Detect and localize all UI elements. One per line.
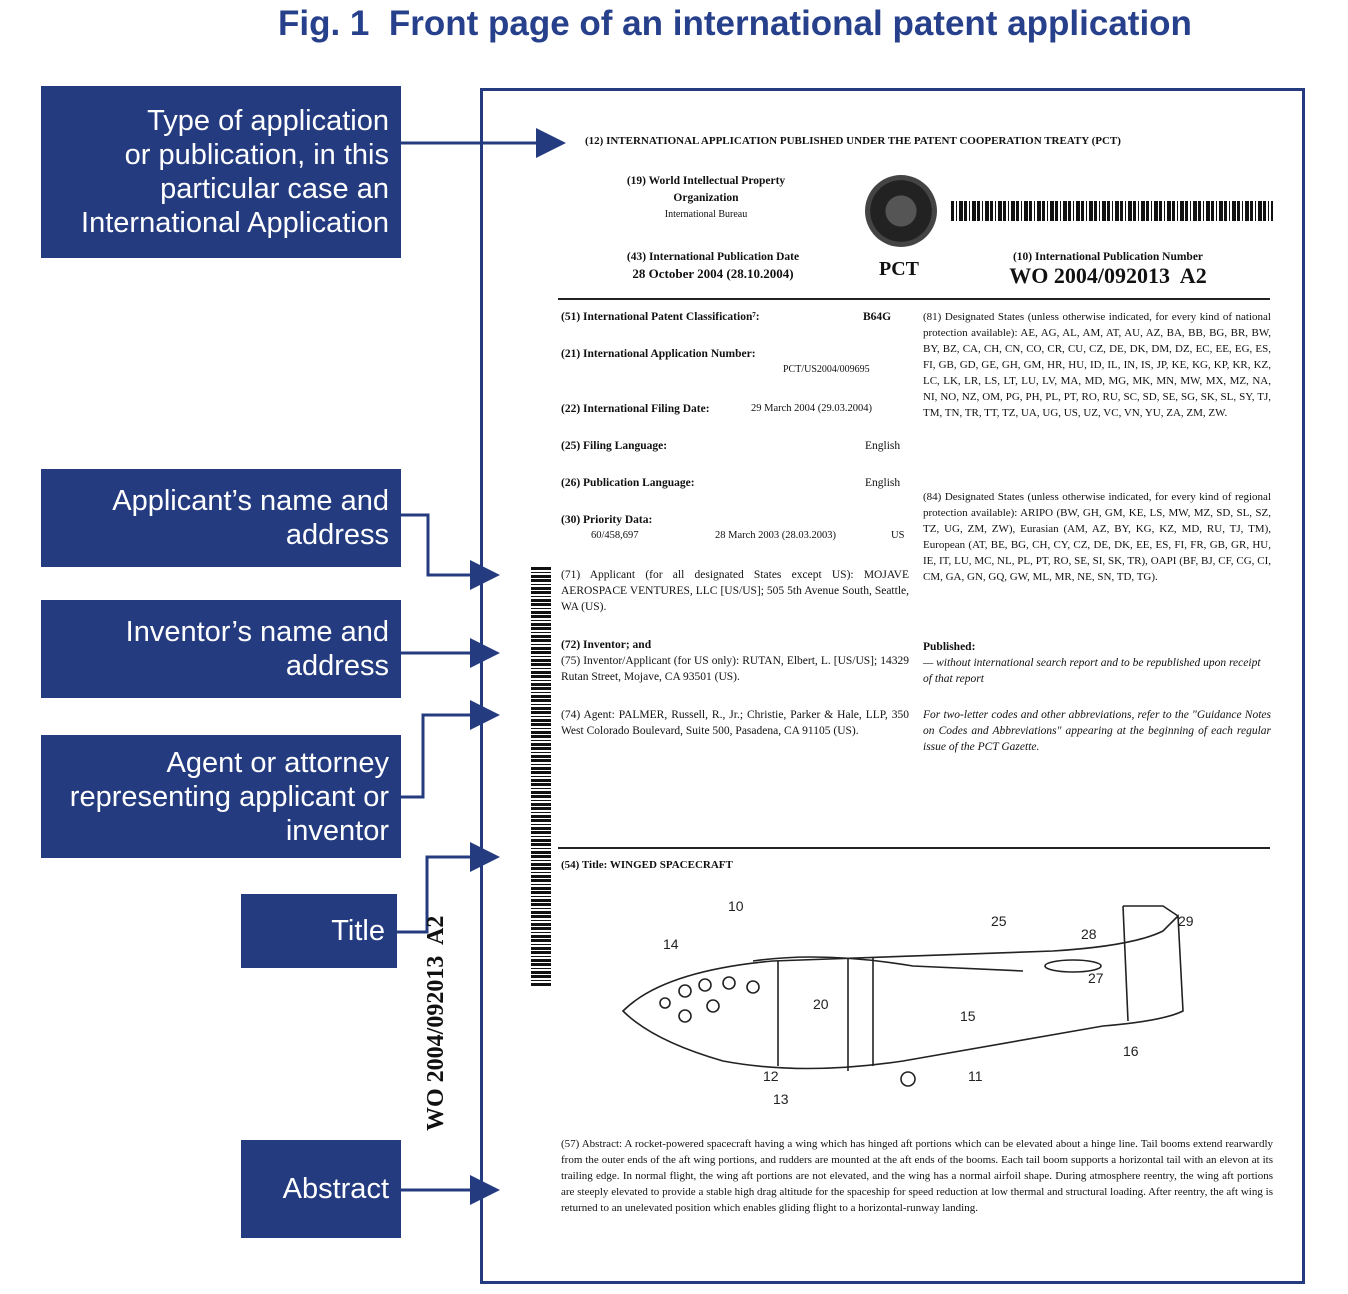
field-57-abstract: (57) Abstract: A rocket-powered spacecra… (561, 1138, 1273, 1214)
field-81: (81) Designated States (unless otherwise… (923, 311, 1271, 419)
field-51: (51) International Patent Classification… (561, 311, 760, 323)
field-21-value: PCT/US2004/009695 (783, 364, 870, 375)
field-22: (22) International Filing Date: (561, 403, 710, 415)
arrow-applicant (401, 513, 500, 590)
wipo-name: (19) World Intellectual Property (626, 175, 786, 187)
field-54-title: (54) Title: WINGED SPACECRAFT (561, 859, 733, 871)
field-30-date: 28 March 2003 (28.03.2003) (715, 530, 837, 541)
field-84: (84) Designated States (unless otherwise… (923, 491, 1271, 583)
wipo-name-2: Organization (673, 192, 739, 204)
ref-20: 20 (813, 996, 829, 1012)
vertical-publication-number: WO 2004/092013 A2 (423, 915, 449, 1131)
arrow-title (397, 842, 500, 934)
label-agent: Agent or attorney representing applicant… (41, 735, 401, 858)
field-75-inventor: (75) Inventor/Applicant (for US only): R… (561, 655, 909, 683)
patent-front-page: (12) INTERNATIONAL APPLICATION PUBLISHED… (423, 88, 1305, 1284)
ref-28: 28 (1081, 926, 1097, 942)
ref-13: 13 (773, 1091, 789, 1107)
label-abstract: Abstract (241, 1140, 401, 1238)
international-bureau: International Bureau (664, 209, 748, 220)
ref-14: 14 (663, 936, 679, 952)
field-21: (21) International Application Number: (561, 348, 756, 360)
ref-29: 29 (1178, 913, 1194, 929)
field-30: (30) Priority Data: (561, 514, 653, 526)
ref-10: 10 (728, 898, 744, 914)
ref-16: 16 (1123, 1043, 1139, 1059)
wipo-seal-logo (865, 175, 937, 247)
label-inventor: Inventor’s name and address (41, 600, 401, 698)
codes-note: For two-letter codes and other abbreviat… (923, 709, 1271, 753)
publication-type-header: (12) INTERNATIONAL APPLICATION PUBLISHED… (585, 135, 1121, 147)
field-26: (26) Publication Language: (561, 477, 695, 489)
vertical-barcode (531, 567, 551, 987)
pub-number: WO 2004/092013 A2 (1009, 263, 1207, 288)
field-71-applicant: (71) Applicant (for all designated State… (561, 569, 909, 613)
label-application-type: Type of application or publication, in t… (41, 86, 401, 258)
pub-number-label: (10) International Publication Number (1012, 251, 1204, 263)
ref-11: 11 (968, 1068, 983, 1084)
field-72: (72) Inventor; and (561, 639, 652, 651)
spacecraft-drawing: 10 14 25 28 29 27 20 15 16 12 13 11 (621, 898, 1194, 1107)
field-74-agent: (74) Agent: PALMER, Russell, R., Jr.; Ch… (561, 709, 909, 737)
field-26-value: English (865, 477, 901, 489)
published-label: Published: (923, 641, 976, 653)
field-25: (25) Filing Language: (561, 440, 668, 452)
field-30-number: 60/458,697 (591, 530, 639, 541)
pub-date: 28 October 2004 (28.10.2004) (632, 266, 794, 281)
ref-15: 15 (960, 1008, 976, 1024)
ref-25: 25 (991, 913, 1007, 929)
arrow-agent (401, 700, 500, 799)
label-applicant: Applicant’s name and address (41, 469, 401, 567)
ref-27: 27 (1088, 970, 1104, 986)
pub-date-label: (43) International Publication Date (626, 251, 800, 263)
barcode (951, 201, 1273, 221)
published-text: — without international search report an… (923, 657, 1261, 685)
field-25-value: English (865, 440, 901, 452)
ref-12: 12 (763, 1068, 779, 1084)
figure-title: Fig. 1 Front page of an international pa… (278, 4, 1192, 43)
label-title: Title (241, 894, 397, 968)
field-30-country: US (891, 530, 905, 541)
field-51-value: B64G (863, 311, 892, 323)
field-22-value: 29 March 2004 (29.03.2004) (751, 403, 873, 414)
pct-mark: PCT (879, 258, 919, 280)
